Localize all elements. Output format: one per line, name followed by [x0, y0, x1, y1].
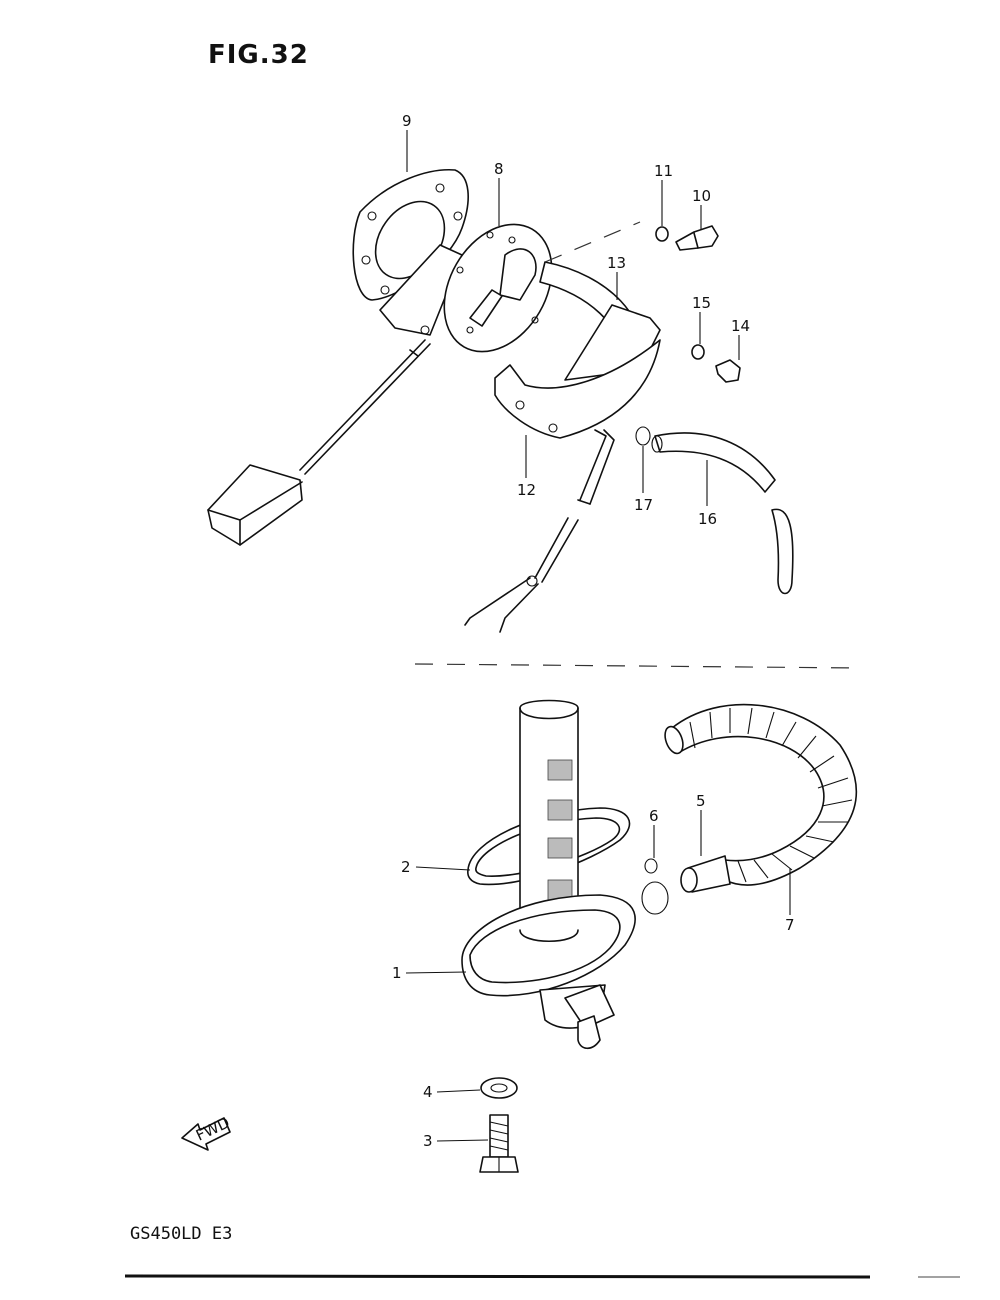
callout-12: 12	[517, 481, 536, 499]
callout-15: 15	[692, 294, 711, 312]
bolt-part-3	[479, 1114, 519, 1173]
float-arm	[299, 339, 431, 475]
corrugated-hose-part-7	[664, 703, 858, 886]
bolt-part-10	[675, 225, 719, 251]
fuel-cock-body-part-1	[461, 699, 636, 1050]
section-separator	[414, 663, 861, 669]
callout-3: 3	[423, 1132, 433, 1150]
vent-tube	[577, 429, 615, 505]
callout-16: 16	[698, 510, 717, 528]
filter-mesh	[547, 799, 573, 821]
hose-end-part-5	[680, 855, 731, 893]
bottom-rule	[124, 1274, 960, 1279]
filter-mesh	[547, 837, 573, 859]
leader-lines	[405, 130, 791, 1142]
callout-9: 9	[402, 112, 412, 130]
lower-cover-part-12	[494, 339, 661, 439]
model-code: GS450LD E3	[130, 1224, 233, 1244]
float	[207, 464, 303, 546]
callout-4: 4	[423, 1083, 433, 1101]
callout-6: 6	[649, 807, 659, 825]
hose-part-16	[651, 432, 794, 595]
screw-part-14	[715, 359, 741, 383]
washer-part-15	[691, 344, 705, 360]
callout-2: 2	[401, 858, 411, 876]
callout-17: 17	[634, 496, 653, 514]
callout-labels: 9 8 11 10 13 15 14 12 17 16 2 1 6 5 7 4 …	[392, 112, 795, 1150]
wire-harness	[464, 517, 579, 633]
clip-part-17	[635, 426, 651, 446]
figure-title: FIG.32	[208, 40, 309, 70]
callout-13: 13	[607, 254, 626, 272]
filter-mesh	[547, 759, 573, 781]
washer-part-4	[480, 1077, 518, 1099]
callout-11: 11	[654, 162, 673, 180]
assembly-guide-line	[544, 221, 641, 263]
fwd-arrow-icon: FWD	[181, 1114, 232, 1151]
callout-7: 7	[785, 916, 795, 934]
callout-8: 8	[494, 160, 504, 178]
callout-14: 14	[731, 317, 750, 335]
hose-corrugations	[689, 707, 853, 883]
gauge-plate-part-8	[443, 223, 553, 353]
washer-part-11	[655, 226, 669, 242]
clip-part-6	[641, 858, 669, 915]
callout-1: 1	[392, 964, 402, 982]
callout-5: 5	[696, 792, 706, 810]
callout-10: 10	[692, 187, 711, 205]
